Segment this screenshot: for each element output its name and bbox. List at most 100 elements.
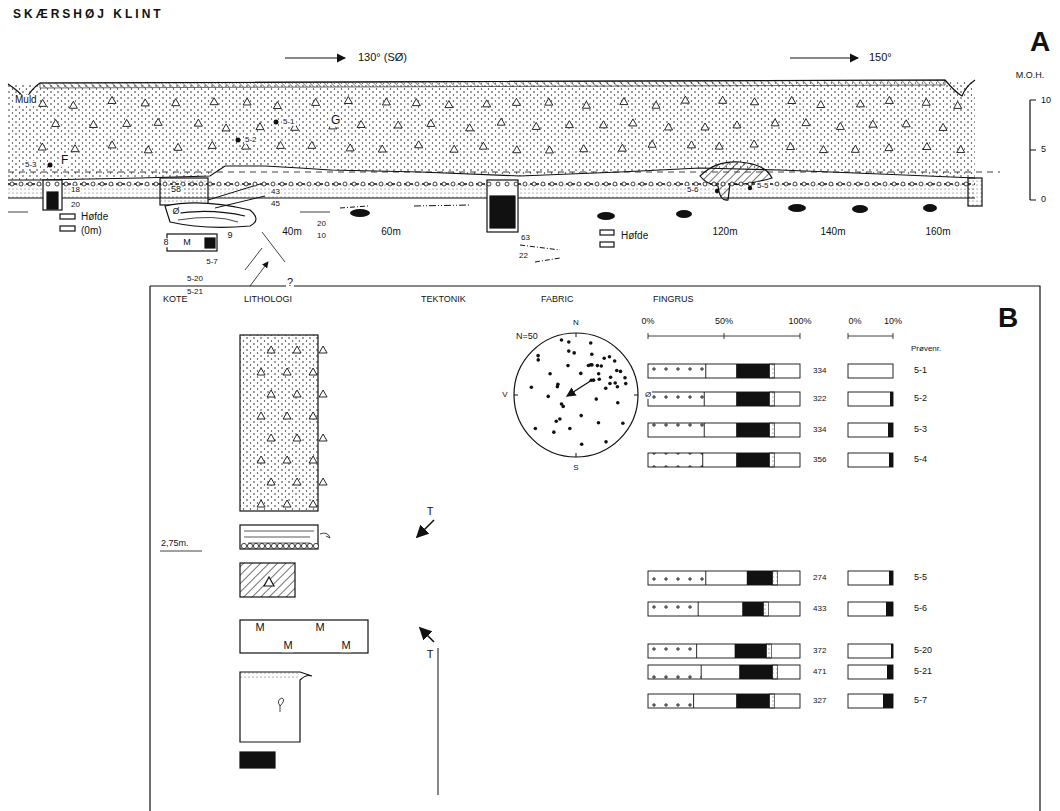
drawn-stroke (847, 182, 851, 186)
drawn-stroke (773, 571, 778, 585)
section-label: M.O.H. (1015, 71, 1046, 80)
drawn-stroke (613, 182, 617, 186)
drawn-stroke (394, 121, 402, 128)
drawn-stroke (770, 694, 775, 708)
drawn-stroke (648, 392, 704, 406)
drawn-stroke (594, 397, 598, 401)
drawn-stroke (39, 99, 47, 106)
drawn-stroke (589, 363, 593, 367)
drawn-stroke (888, 423, 893, 437)
section-label: 20 (70, 201, 81, 209)
drawn-stroke (154, 182, 158, 186)
drawn-stroke (848, 423, 893, 437)
drawn-stroke (309, 368, 317, 375)
drawn-stroke (550, 182, 554, 186)
drawn-stroke (208, 182, 212, 186)
drawn-stroke (701, 123, 709, 130)
drawn-stroke (534, 427, 538, 431)
drawn-stroke (889, 453, 893, 467)
drawn-stroke (609, 375, 613, 379)
drawn-stroke (19, 182, 23, 186)
drawn-stroke (848, 644, 893, 658)
drawn-stroke (273, 102, 281, 109)
drawn-stroke (451, 182, 455, 186)
section-label: 63 (520, 234, 531, 242)
section-label: KOTE (162, 295, 189, 304)
drawn-stroke (514, 182, 518, 186)
drawn-stroke (568, 182, 572, 186)
drawn-stroke (787, 142, 795, 149)
drawn-stroke (123, 119, 131, 126)
drawn-stroke (580, 145, 588, 152)
section-label: Muld (14, 95, 38, 106)
drawn-stroke (309, 456, 317, 463)
section-label: 43 (270, 188, 281, 196)
drawn-stroke (532, 122, 540, 129)
drawn-stroke (548, 372, 552, 376)
section-label: 100% (787, 317, 812, 326)
section-label: 322 (812, 395, 827, 403)
drawn-stroke (848, 571, 893, 585)
section-label: 10 (316, 232, 327, 240)
drawn-stroke (767, 644, 772, 658)
drawn-stroke (848, 694, 893, 708)
section-label: M (314, 622, 325, 634)
drawn-stroke (530, 385, 534, 389)
drawn-stroke (874, 182, 878, 186)
drawn-stroke (582, 101, 590, 108)
drawn-stroke (277, 543, 282, 548)
drawn-stroke (640, 182, 644, 186)
drawn-stroke (848, 602, 893, 616)
drawn-stroke (267, 478, 275, 485)
drawn-stroke (712, 182, 716, 186)
drawn-stroke (388, 182, 392, 186)
drawn-stroke (748, 182, 752, 186)
drawn-stroke (89, 120, 97, 127)
drawn-stroke (382, 98, 390, 105)
drawn-stroke (658, 182, 662, 186)
drawn-stroke (397, 182, 401, 186)
drawn-stroke (696, 644, 697, 658)
section-label: 5-2 (244, 136, 258, 144)
drawn-stroke (736, 364, 769, 378)
section-label: 0 (1040, 195, 1047, 204)
drawn-stroke (648, 665, 800, 679)
drawn-stroke (253, 182, 257, 186)
drawn-stroke (648, 423, 704, 437)
drawn-stroke (770, 364, 775, 378)
drawn-stroke (136, 182, 140, 186)
drawn-stroke (887, 665, 893, 679)
drawn-stroke (891, 644, 893, 658)
drawn-stroke (226, 182, 230, 186)
section-label: 10% (883, 317, 903, 326)
section-label: 58 (170, 185, 182, 194)
drawn-stroke (648, 453, 703, 467)
drawn-stroke (572, 351, 576, 355)
drawn-stroke (577, 182, 581, 186)
drawn-stroke (624, 382, 628, 386)
section-label: 5-20 (913, 646, 933, 655)
drawn-stroke (190, 182, 194, 186)
drawn-stroke (424, 182, 428, 186)
drawn-stroke (561, 405, 565, 409)
section-label: 327 (812, 697, 827, 705)
drawn-stroke (613, 381, 617, 385)
drawn-stroke (838, 182, 842, 186)
drawn-stroke (545, 98, 553, 105)
drawn-stroke (648, 665, 701, 679)
drawn-stroke (954, 101, 962, 108)
drawn-stroke (222, 124, 230, 131)
drawn-stroke (597, 372, 601, 376)
section-label: 433 (812, 605, 827, 613)
drawn-stroke (415, 182, 419, 186)
section-label: LITHOLOGI (243, 295, 293, 304)
drawn-stroke (869, 120, 877, 127)
section-label: M (182, 238, 192, 247)
drawn-stroke (599, 121, 607, 128)
drawn-stroke (719, 96, 727, 103)
drawn-stroke (256, 123, 264, 130)
drawn-stroke (704, 392, 705, 406)
drawn-stroke (267, 346, 275, 353)
drawn-stroke (676, 182, 680, 186)
drawn-stroke (293, 346, 301, 353)
